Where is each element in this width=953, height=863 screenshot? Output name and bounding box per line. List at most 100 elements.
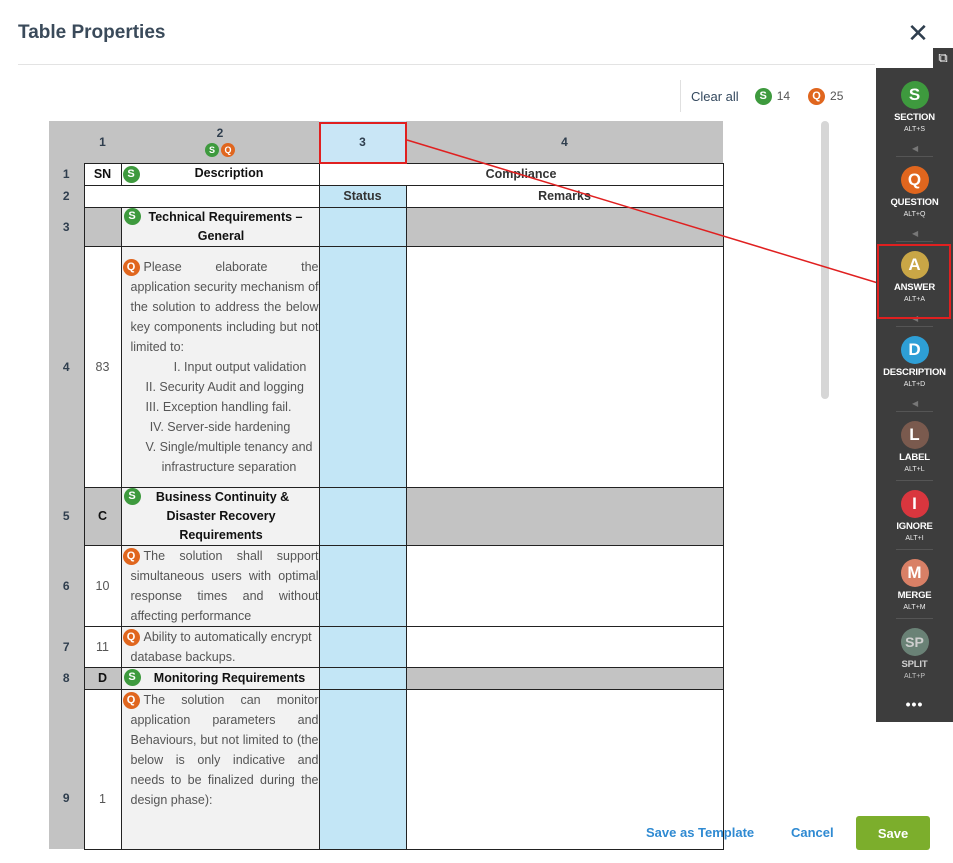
row-number[interactable]: 1 [49,163,84,185]
tool-question-button[interactable]: Q QUESTION ALT+Q [876,166,953,218]
status-cell[interactable] [318,666,407,690]
sn-cell[interactable]: 11 [83,625,122,668]
table-cell[interactable] [83,206,122,247]
status-cell[interactable] [318,688,407,850]
row-number[interactable]: 6 [49,545,84,626]
tool-shortcut: ALT+A [903,296,926,303]
save-as-template-button[interactable]: Save as Template [646,825,755,840]
remarks-cell[interactable] [405,688,724,850]
table-row: 2 Status Remarks [49,184,724,208]
question-text-content: Ability to automatically encrypt databas… [130,629,312,664]
sn-cell[interactable]: D [83,666,122,690]
label-tool-icon: L [900,421,929,449]
remarks-cell[interactable] [405,206,724,247]
sn-cell[interactable]: 83 [83,245,122,488]
sn-cell[interactable]: C [83,486,122,546]
section-badge-icon: S [123,668,141,686]
row-number[interactable]: 5 [49,487,84,545]
remarks-cell[interactable] [405,625,724,668]
cancel-button[interactable]: Cancel [791,825,834,840]
row-number[interactable]: 2 [49,185,84,207]
tool-split-button[interactable]: SP SPLIT ALT+P [876,628,953,680]
table-scrollbar[interactable] [821,121,829,399]
corner-cell [49,121,84,163]
save-button[interactable]: Save [856,816,930,850]
status-header-cell[interactable]: Status [318,184,407,208]
row-number[interactable]: 4 [49,246,84,487]
table-row: 5 C S Business Continuity & Disaster Rec… [49,486,724,546]
tool-divider [896,480,933,481]
sn-cell[interactable]: 1 [83,688,122,850]
section-badge-icon: S [123,207,141,225]
section-tool-icon: S [900,81,929,109]
description-header-cell[interactable]: S Description [120,162,320,186]
table-grid: 1 2 S Q 3 4 1 SN S Description Complianc… [49,121,724,850]
column-header-3[interactable]: 3 [319,121,406,163]
section-count: S 14 [754,87,790,105]
row-number[interactable]: 9 [49,689,84,849]
tool-ignore-button[interactable]: I IGNORE ALT+I [876,490,953,542]
remarks-cell[interactable] [405,245,724,488]
question-text-content: Please elaborate the application securit… [130,259,319,354]
row-number[interactable]: 7 [49,626,84,667]
status-cell[interactable] [318,206,407,247]
tool-arrow-icon: ◀ [912,399,919,408]
question-badge-icon: Q [808,87,826,105]
answer-tool-highlight [877,244,951,319]
remarks-header-cell[interactable]: Remarks [405,184,724,208]
tool-name: SPLIT [901,659,928,670]
column-header-4[interactable]: 4 [406,121,723,163]
remarks-cell[interactable] [405,486,724,546]
question-count-value: 25 [830,89,844,103]
tool-name: LABEL [899,452,930,463]
section-cell[interactable]: S Business Continuity & Disaster Recover… [120,486,320,546]
section-cell[interactable]: S Monitoring Requirements [120,666,320,690]
clear-all-button[interactable]: Clear all [691,88,739,104]
tool-label-button[interactable]: L LABEL ALT+L [876,421,953,473]
counts-bar: Clear all S 14 Q 25 [680,80,853,112]
status-cell[interactable] [318,486,407,546]
status-cell[interactable] [318,544,407,627]
merge-tool-icon: M [900,559,929,587]
tool-shortcut: ALT+Q [903,211,926,218]
more-options-icon[interactable]: ••• [905,696,924,712]
tool-shortcut: ALT+D [903,381,926,388]
tool-divider [896,241,933,242]
sn-header-cell[interactable]: SN [83,162,122,186]
column-header-1[interactable]: 1 [84,121,121,163]
table-cell[interactable] [83,184,320,208]
status-cell[interactable] [318,625,407,668]
tool-answer-button[interactable]: A ANSWER ALT+A [876,251,953,303]
remarks-cell[interactable] [405,544,724,627]
question-badge-icon: Q [122,691,140,709]
tool-merge-button[interactable]: M MERGE ALT+M [876,559,953,611]
list-item: V. Single/multiple tenancy and infrastru… [145,439,313,474]
status-cell[interactable] [318,245,407,488]
row-number[interactable]: 3 [49,207,84,246]
tool-name: IGNORE [896,521,933,532]
tool-name: DESCRIPTION [883,367,946,378]
question-text-content: The solution can monitor application par… [130,692,319,807]
tool-name: SECTION [894,112,935,123]
column-header-2[interactable]: 2 S Q [121,121,319,163]
row-number[interactable]: 8 [49,667,84,689]
compliance-header-cell[interactable]: Compliance [318,162,724,186]
column-header-2-badges: S Q [121,143,319,158]
section-cell[interactable]: S Technical Requirements – General [120,206,320,247]
sn-cell[interactable]: 10 [83,544,122,627]
description-header-label: Description [194,165,264,180]
close-icon[interactable]: ✕ [907,18,929,48]
remarks-cell[interactable] [405,666,724,690]
tool-section-button[interactable]: S SECTION ALT+S [876,81,953,133]
popout-icon[interactable]: ⧉ [933,48,953,68]
question-badge-icon: Q [122,258,140,276]
tool-description-button[interactable]: D DESCRIPTION ALT+D [876,336,953,388]
section-badge-icon: S [123,487,141,505]
ignore-tool-icon: I [900,490,929,518]
